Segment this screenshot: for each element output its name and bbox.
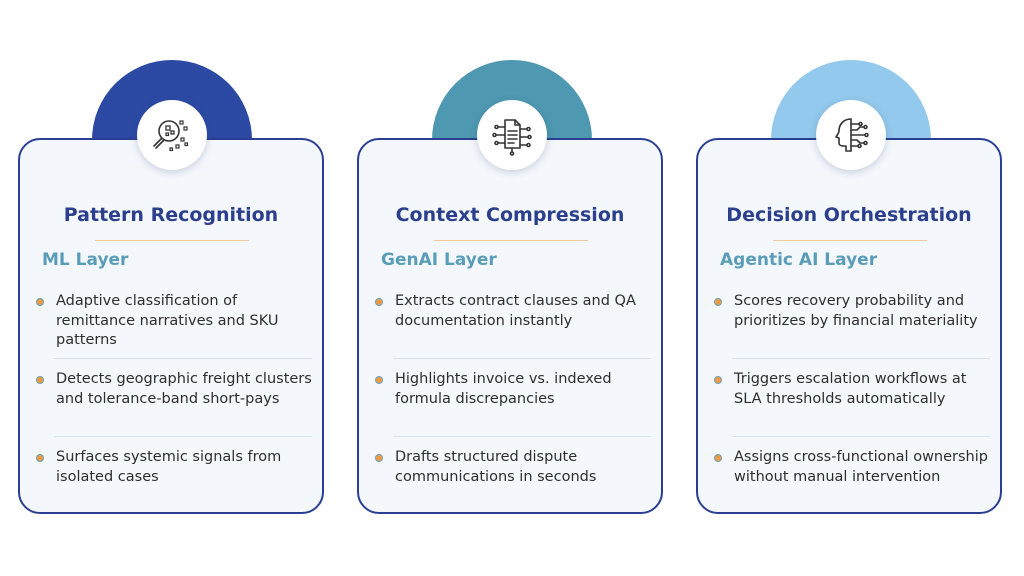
divider [54, 436, 312, 437]
divider [54, 358, 312, 359]
list-item: Detects geographic freight clusters and … [34, 370, 312, 428]
card-subtitle: Agentic AI Layer [720, 250, 878, 270]
list-item: Triggers escalation workflows at SLA thr… [712, 370, 990, 428]
bullet-dot [36, 454, 44, 462]
bullet-dot [375, 454, 383, 462]
list-item: Surfaces systemic signals from isolated … [34, 448, 312, 487]
divider [732, 436, 990, 437]
card-pattern-recognition: Pattern Recognition ML Layer Adaptive cl… [18, 138, 324, 514]
bullet-dot [36, 376, 44, 384]
bullet-dot [36, 298, 44, 306]
divider [732, 358, 990, 359]
card-title: Decision Orchestration [726, 204, 972, 226]
magnifier-pattern-icon [153, 120, 189, 152]
card-subtitle: GenAI Layer [381, 250, 497, 270]
card-subtitle: ML Layer [42, 250, 129, 270]
bullet-list: Scores recovery probability and prioriti… [712, 292, 990, 487]
list-item: Highlights invoice vs. indexed formula d… [373, 370, 651, 428]
bullet-dot [714, 454, 722, 462]
divider [393, 358, 651, 359]
icon-badge [477, 100, 547, 170]
card-title: Context Compression [395, 204, 625, 226]
title-divider [434, 240, 588, 241]
bullet-list: Extracts contract clauses and QA documen… [373, 292, 651, 487]
bullet-dot [714, 376, 722, 384]
bullet-list: Adaptive classification of remittance na… [34, 292, 312, 487]
list-item: Adaptive classification of remittance na… [34, 292, 312, 350]
list-item: Drafts structured dispute communications… [373, 448, 651, 487]
list-item: Assigns cross-functional ownership witho… [712, 448, 990, 487]
title-divider [773, 240, 927, 241]
bullet-dot [375, 298, 383, 306]
title-divider [95, 240, 249, 241]
icon-badge [816, 100, 886, 170]
bullet-dot [375, 376, 383, 384]
icon-badge [137, 100, 207, 170]
card-decision-orchestration: Decision Orchestration Agentic AI Layer … [696, 138, 1002, 514]
ai-head-circuit-icon [835, 118, 869, 152]
divider [393, 436, 651, 437]
bullet-dot [714, 298, 722, 306]
card-title: Pattern Recognition [63, 204, 279, 226]
list-item: Scores recovery probability and prioriti… [712, 292, 990, 350]
list-item: Extracts contract clauses and QA documen… [373, 292, 651, 350]
card-context-compression: Context Compression GenAI Layer Extracts… [357, 138, 663, 514]
document-network-icon [492, 119, 532, 156]
